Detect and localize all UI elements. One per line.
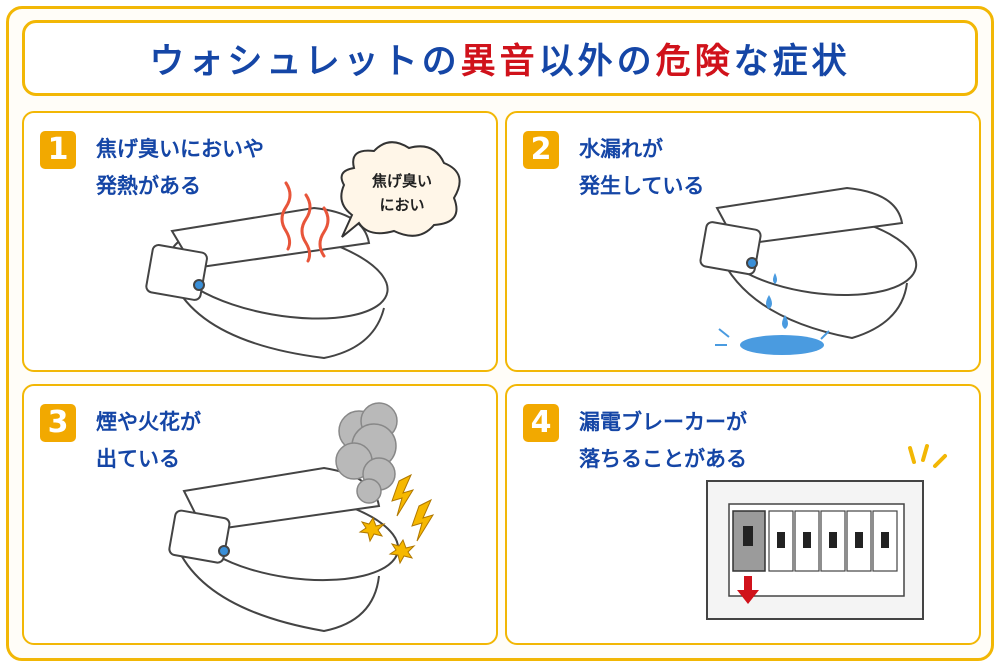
panel-smoke-sparks: 3 煙や火花が 出ている — [22, 384, 498, 645]
panel-text-line-1: 水漏れが — [579, 137, 663, 161]
panel-text-line-2: 発熱がある — [96, 174, 201, 198]
title-part-3: 以外の — [538, 41, 656, 82]
toilet-heat-illustration: 焦げ臭い におい — [145, 141, 461, 360]
panel-number: 3 — [40, 404, 76, 442]
panel-text: 焦げ臭いにおいや 発熱がある — [96, 131, 264, 205]
toilet-icon — [145, 206, 389, 360]
panel-text-line-2: 発生している — [579, 174, 705, 198]
panel-text-line-1: 焦げ臭いにおいや — [96, 137, 264, 161]
toilet-smoke-illustration — [168, 402, 435, 633]
panel-number: 1 — [40, 131, 76, 169]
smoke-icon — [335, 402, 398, 504]
panel-water-leak: 2 水漏れが 発生している — [505, 111, 981, 372]
water-puddle-icon — [715, 273, 830, 355]
spark-icon — [358, 473, 435, 565]
panel-text: 水漏れが 発生している — [579, 131, 704, 205]
panel-text-line-1: 煙や火花が — [96, 410, 201, 434]
panel-text-line-1: 漏電ブレーカーが — [579, 410, 747, 434]
panel-text-line-2: 落ちることがある — [579, 447, 747, 471]
panel-text-line-2: 出ている — [96, 447, 180, 471]
title-part-5: な症状 — [733, 41, 851, 82]
panel-text: 煙や火花が 出ている — [96, 404, 201, 478]
toilet-leak-illustration — [699, 186, 918, 355]
title-box: ウォシュレットの異音以外の危険な症状 — [22, 20, 978, 96]
panel-number: 2 — [523, 131, 559, 169]
breaker-panel-icon — [706, 480, 924, 620]
toilet-icon — [699, 186, 918, 340]
down-arrow-icon — [737, 576, 759, 604]
bubble-line-2: におい — [379, 196, 424, 214]
title-part-4: 危険 — [655, 41, 734, 82]
breaker-illustration — [706, 444, 947, 620]
speech-bubble: 焦げ臭い におい — [340, 141, 461, 238]
panel-burning-smell: 焦げ臭い におい 1 焦げ臭いにおいや 発熱がある — [22, 111, 498, 372]
title-part-2: 異音 — [460, 41, 539, 82]
page-title: ウォシュレットの異音以外の危険な症状 — [149, 33, 850, 84]
panel-number: 4 — [523, 404, 559, 442]
title-part-1: ウォシュレットの — [149, 41, 461, 82]
bubble-line-1: 焦げ臭い — [371, 172, 432, 190]
panel-breaker-trip: 4 漏電ブレーカーが 落ちることがある — [505, 384, 981, 645]
alert-lines-icon — [908, 444, 947, 468]
heat-waves-icon — [280, 181, 330, 263]
panel-text: 漏電ブレーカーが 落ちることがある — [579, 404, 747, 478]
